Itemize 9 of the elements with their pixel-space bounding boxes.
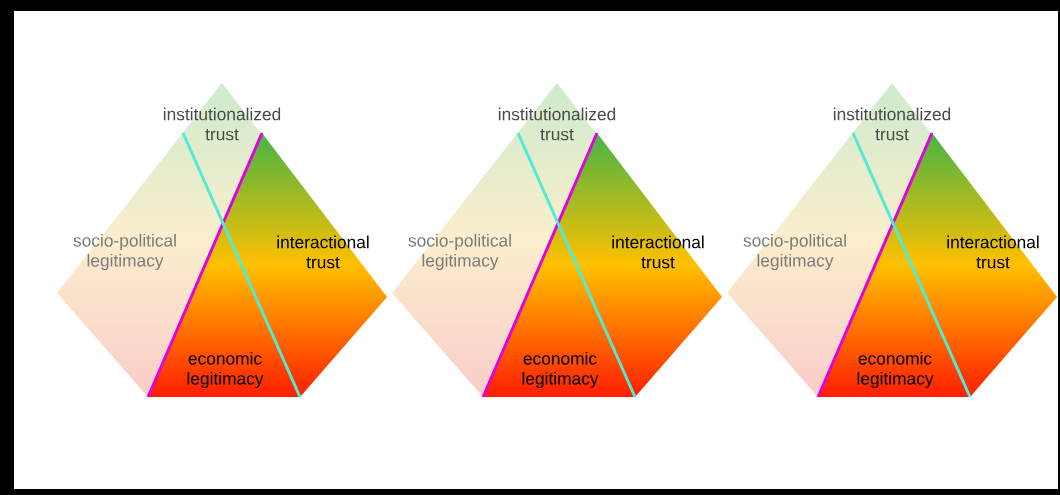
- region-label: economic legitimacy: [522, 351, 599, 389]
- region-label: socio-political legitimacy: [73, 233, 176, 271]
- region-label: institutionalized trust: [833, 107, 951, 141]
- region-label: socio-political legitimacy: [743, 233, 846, 271]
- region-label: economic legitimacy: [187, 351, 264, 389]
- region-label: economic legitimacy: [857, 351, 934, 389]
- region-label: institutionalized trust: [163, 107, 281, 141]
- region-label: socio-political legitimacy: [408, 233, 511, 271]
- region-label: institutionalized trust: [498, 107, 616, 141]
